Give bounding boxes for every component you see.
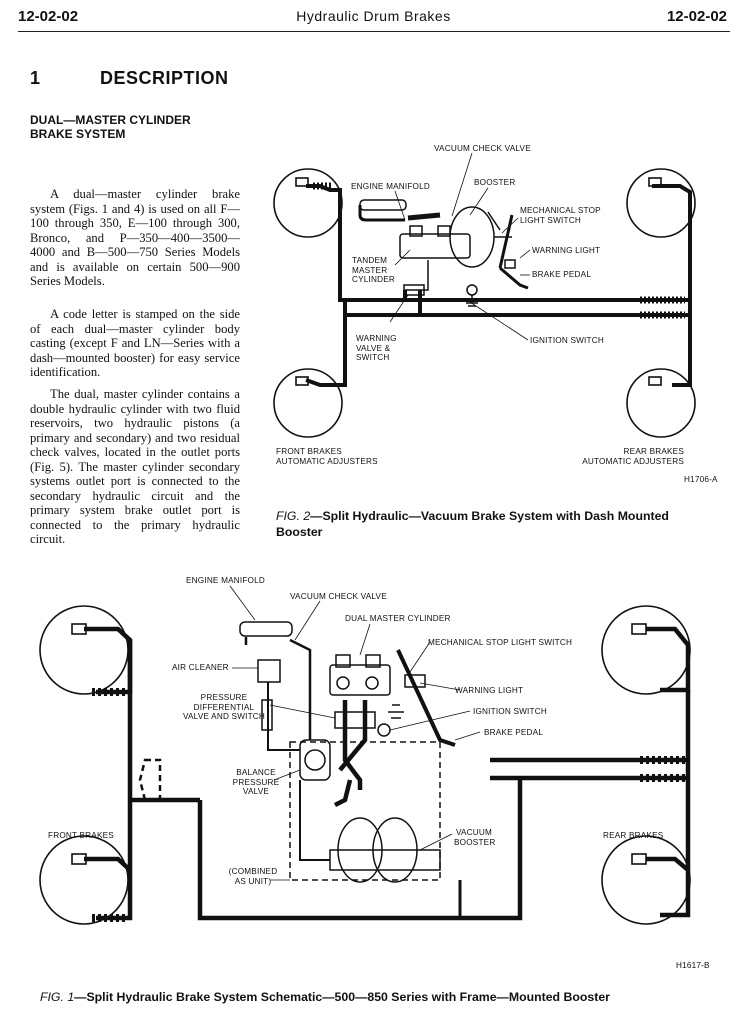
fig2-label-tandem-master-cylinder: TANDEM MASTER CYLINDER	[352, 256, 395, 285]
fig2-label-mechanical-stop-line-1: MECHANICAL STOP	[520, 206, 601, 215]
fig2-label-rear-brakes: REAR BRAKES AUTOMATIC ADJUSTERS	[582, 447, 684, 466]
subsection-title-line-2: BRAKE SYSTEM	[30, 127, 126, 141]
fig1-caption-prefix: FIG. 1	[40, 990, 75, 1004]
fig1-label-mechanical-stop-light-switch: MECHANICAL STOP LIGHT SWITCH	[428, 638, 573, 647]
fig1-label-pressure-differential: PRESSURE DIFFERENTIAL VALVE AND SWITCH	[182, 693, 266, 722]
fig1-label-ignition-switch: IGNITION SWITCH	[473, 707, 547, 716]
fig2-wheel-rear-top	[626, 168, 696, 238]
fig1-label-vacuum-booster-line-2: BOOSTER	[454, 837, 496, 847]
fig2-label-brake-pedal: BRAKE PEDAL	[532, 270, 592, 279]
fig2-figure-code: H1706-A	[684, 475, 718, 484]
fig1-label-brake-pedal: BRAKE PEDAL	[484, 728, 544, 737]
fig2-caption-prefix: FIG. 2	[276, 509, 311, 523]
fig2-wheel-cylinder	[295, 177, 309, 187]
fig1-label-vacuum-booster-line-1: VACUUM	[455, 828, 493, 837]
fig1-label-pressure-line-3: VALVE AND SWITCH	[182, 712, 266, 721]
fig2-label-warning-valve: WARNING VALVE & SWITCH	[356, 334, 397, 363]
section-title: DESCRIPTION	[100, 68, 229, 88]
fig2-label-warning-valve-line-2: VALVE &	[356, 343, 391, 353]
fig1-caption-text: —Split Hydraulic Brake System Schematic—…	[74, 990, 610, 1004]
fig2-label-tandem-line-3: CYLINDER	[352, 275, 396, 284]
fig2-label-rear-brakes-line-2: AUTOMATIC ADJUSTERS	[582, 456, 684, 466]
fig2-caption: FIG. 2—Split Hydraulic—Vacuum Brake Syst…	[276, 508, 726, 540]
fig1-label-balance-pressure-valve: BALANCE PRESSURE VALVE	[232, 768, 280, 797]
fig2-label-vacuum-check-valve: VACUUM CHECK VALVE	[434, 144, 531, 153]
page-number-left: 12-02-02	[18, 8, 79, 25]
fig1-wheel-front-top	[39, 605, 129, 695]
subsection-title-line-1: DUAL—MASTER CYLINDER	[30, 113, 191, 127]
fig2-label-tandem-line-1: TANDEM	[352, 256, 388, 265]
fig2-label-engine-manifold: ENGINE MANIFOLD	[351, 182, 430, 191]
fig1-wheel-rear-top	[601, 605, 691, 695]
fig2-label-warning-valve-line-1: WARNING	[356, 334, 397, 343]
fig1-caption: FIG. 1—Split Hydraulic Brake System Sche…	[40, 990, 720, 1004]
fig2-label-rear-brakes-line-1: REAR BRAKES	[623, 447, 684, 456]
fig1-label-vacuum-check-valve: VACUUM CHECK VALVE	[290, 592, 387, 601]
fig2-caption-line-2: Booster	[276, 525, 323, 539]
fig2-label-mechanical-stop: MECHANICAL STOP LIGHT SWITCH	[520, 206, 601, 225]
header-rule	[18, 31, 730, 32]
fig1-label-air-cleaner: AIR CLEANER	[172, 663, 229, 672]
fig2-wheel-front-left-lower	[273, 368, 343, 438]
fig2-label-warning-light: WARNING LIGHT	[532, 246, 601, 255]
fig2-label-mechanical-stop-line-2: LIGHT SWITCH	[520, 215, 581, 225]
paragraph-2: A code letter is stamped on the side of …	[30, 307, 240, 379]
fig2-label-front-brakes-line-1: FRONT BRAKES	[276, 447, 342, 456]
fig1-label-vacuum-booster: VACUUM BOOSTER	[454, 828, 496, 847]
fig1-label-rear-brakes: REAR BRAKES	[603, 831, 664, 840]
fig2-label-booster: BOOSTER	[474, 178, 516, 187]
section-number: 1	[30, 68, 41, 88]
paragraph-1: A dual—master cylinder brake system (Fig…	[30, 187, 240, 288]
subsection-title: DUAL—MASTER CYLINDER BRAKE SYSTEM	[30, 113, 230, 141]
running-header-title: Hydraulic Drum Brakes	[296, 8, 451, 24]
fig1-label-balance-line-3: VALVE	[242, 787, 270, 796]
fig2-label-warning-valve-line-3: SWITCH	[356, 353, 390, 362]
fig1-label-combined-line-2: AS UNIT)	[234, 876, 272, 886]
fig1-label-warning-light: WARNING LIGHT	[455, 686, 524, 695]
paragraph-3: The dual, master cylinder contains a dou…	[30, 387, 240, 546]
fig1-figure-code: H1617-B	[676, 961, 710, 970]
fig2-label-front-brakes-line-2: AUTOMATIC ADJUSTERS	[276, 456, 378, 466]
fig2-wheel-rear-bottom	[626, 368, 696, 438]
fig1-wheel-front-bottom	[39, 835, 129, 925]
fig1-label-front-brakes: FRONT BRAKES	[48, 831, 114, 840]
page-number-right: 12-02-02	[666, 8, 727, 25]
fig1-wheel-rear-bottom	[601, 835, 691, 925]
fig2-caption-line-1: —Split Hydraulic—Vacuum Brake System wit…	[310, 509, 669, 523]
fig1-label-balance-line-2: PRESSURE	[232, 777, 280, 787]
fig2-label-ignition-switch: IGNITION SWITCH	[530, 336, 604, 345]
fig1-label-pressure-line-2: DIFFERENTIAL	[193, 702, 255, 712]
fig2-label-tandem-line-2: MASTER	[352, 265, 388, 275]
fig1-label-combined-as-unit: (COMBINED AS UNIT)	[228, 867, 278, 886]
fig1-label-balance-line-1: BALANCE	[236, 768, 276, 777]
fig1-label-engine-manifold: ENGINE MANIFOLD	[186, 576, 265, 585]
fig1-label-combined-line-1: (COMBINED	[228, 867, 278, 876]
fig1-label-dual-master-cylinder: DUAL MASTER CYLINDER	[345, 614, 451, 623]
fig1-label-pressure-line-1: PRESSURE	[200, 693, 248, 702]
fig2-label-front-brakes: FRONT BRAKES AUTOMATIC ADJUSTERS	[276, 447, 378, 466]
